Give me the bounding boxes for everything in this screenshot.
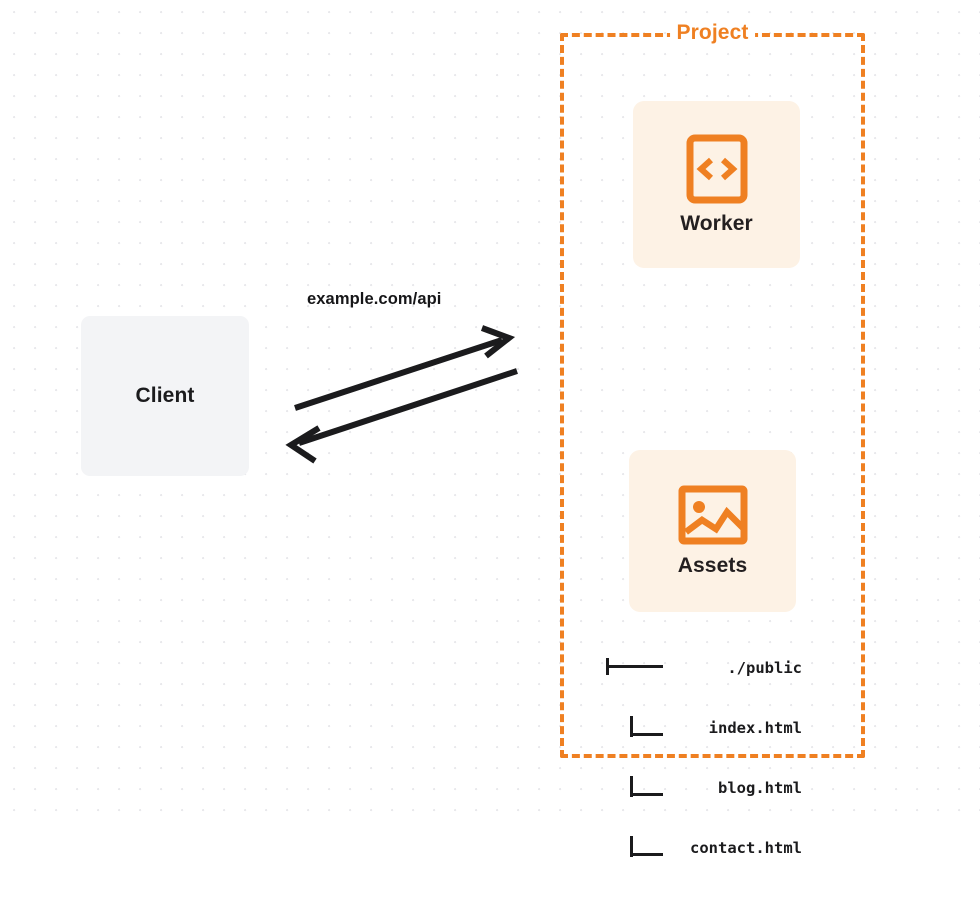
assets-file-tree: ./public index.html blog.html contact.ht… [606, 618, 802, 898]
code-brackets-icon [686, 134, 748, 204]
file-tree-row: index.html [606, 716, 802, 738]
node-assets-label: Assets [677, 554, 748, 577]
file-tree-root-name: ./public [727, 659, 802, 677]
file-tree-row-root: ./public [606, 658, 802, 678]
diagram-canvas: Client example.com/api Project Worker [0, 0, 980, 857]
file-tree-row: contact.html [606, 836, 802, 858]
image-icon [678, 484, 748, 546]
file-tree-item-name: index.html [708, 719, 802, 737]
project-title: Project [669, 21, 756, 45]
file-tree-item-name: blog.html [718, 779, 802, 797]
node-worker[interactable]: Worker [633, 101, 800, 268]
tree-branch-icon [606, 658, 668, 718]
node-assets[interactable]: Assets [629, 450, 796, 612]
project-container: Project [560, 21, 865, 758]
tree-child-icon [606, 716, 668, 778]
edge-label-endpoint: example.com/api [307, 290, 442, 308]
tree-child-icon [606, 776, 668, 838]
arrow-request [294, 325, 516, 411]
tree-child-icon [606, 836, 668, 898]
node-worker-label: Worker [680, 211, 753, 235]
file-tree-row: blog.html [606, 776, 802, 798]
arrow-response [285, 368, 518, 464]
node-client-label: Client [135, 384, 195, 407]
file-tree-item-name: contact.html [690, 839, 802, 857]
node-client[interactable]: Client [81, 316, 249, 476]
